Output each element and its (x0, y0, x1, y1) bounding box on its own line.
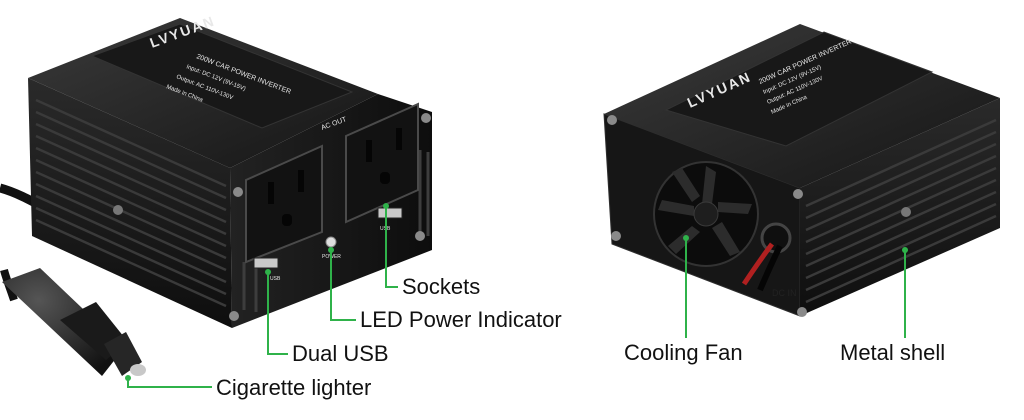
callout-sockets: Sockets (402, 274, 481, 299)
leader-lines (127, 206, 906, 388)
dc-in-wire-red (741, 242, 775, 286)
front-screw (233, 187, 243, 197)
callout-cooling-fan: Cooling Fan (624, 340, 743, 365)
right-side-fins (805, 118, 997, 304)
plug-tip (130, 364, 146, 376)
back-screw (797, 307, 807, 317)
side-screw (113, 205, 123, 215)
front-screw (421, 113, 431, 123)
right-inverter (603, 24, 1000, 317)
leader-dot (683, 235, 689, 241)
leader-dot (328, 247, 334, 253)
leader-dots (125, 203, 908, 381)
dc-in-wire-black (757, 244, 783, 292)
leader-dot (125, 375, 131, 381)
callout-cigarette-lighter: Cigarette lighter (216, 375, 372, 400)
callout-led-power-indicator: LED Power Indicator (360, 307, 562, 332)
led-indicator (325, 236, 337, 248)
socket-1-slot-a (268, 182, 274, 204)
leader-dot (902, 247, 908, 253)
leader-dot (383, 203, 389, 209)
leader-sockets (385, 206, 398, 288)
back-screw (793, 189, 803, 199)
side-fins (35, 98, 227, 308)
right-nameplate (664, 31, 934, 147)
dc-in-label: DC IN (772, 288, 797, 298)
socket-2-ground (380, 172, 390, 184)
back-screw (611, 231, 621, 241)
leader-dot (265, 269, 271, 275)
callout-metal-shell: Metal shell (840, 340, 946, 365)
front-vents (242, 150, 430, 312)
back-screw (607, 115, 617, 125)
leader-led (330, 250, 356, 321)
fan-hub (693, 201, 719, 227)
usb-label-1: USB (270, 276, 281, 282)
right-side-screw (901, 207, 911, 217)
leader-dual-usb (267, 272, 288, 355)
callout-dual-usb: Dual USB (292, 341, 389, 366)
usb-port-2 (377, 207, 403, 219)
usb-port-1 (253, 257, 279, 269)
left-nameplate (90, 23, 354, 129)
socket-1-ground (282, 214, 292, 226)
socket-1-slot-b (298, 170, 304, 192)
leader-cigarette (127, 378, 212, 388)
front-screw (229, 311, 239, 321)
front-screw (415, 231, 425, 241)
fan-blades (658, 166, 752, 256)
plug-tip-sleeve (104, 332, 142, 376)
left-inverter (0, 18, 432, 328)
socket-2-slot-a (366, 140, 372, 162)
cigarette-lighter-plug (0, 268, 146, 376)
socket-2-slot-b (396, 128, 402, 150)
